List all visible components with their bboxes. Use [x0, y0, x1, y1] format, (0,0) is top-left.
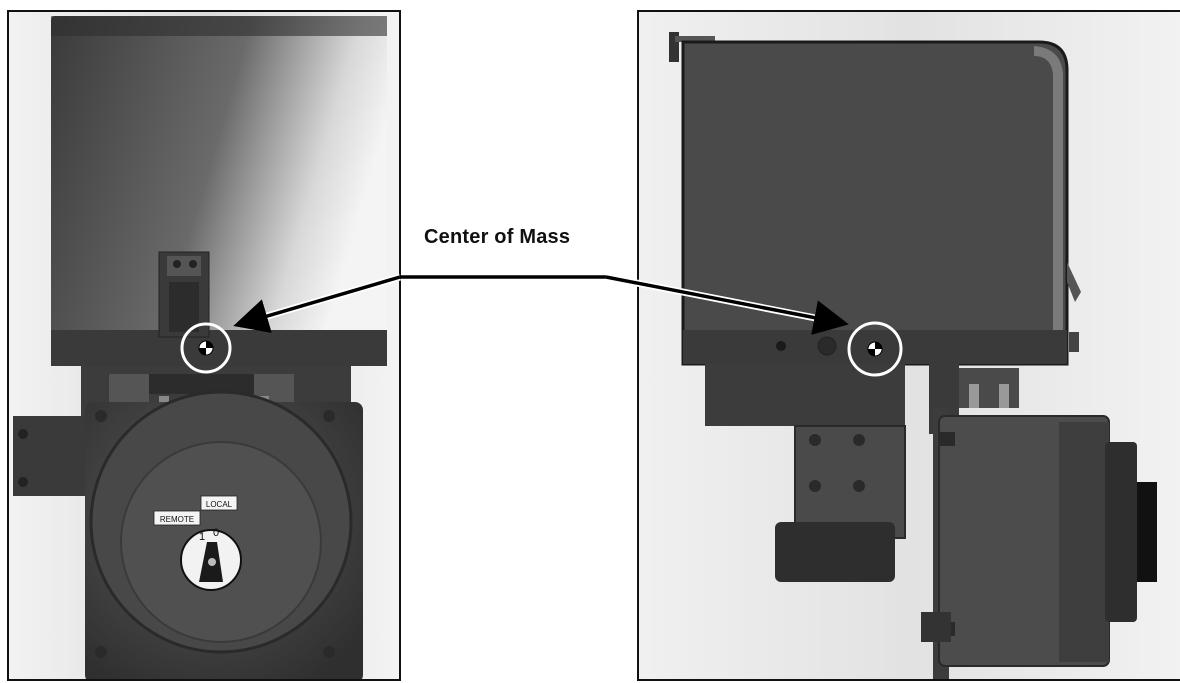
- position-1-label: 1: [199, 531, 205, 543]
- front-view-panel: REMOTE LOCAL 1 0: [7, 10, 401, 681]
- center-of-mass-marker-front: [180, 322, 232, 374]
- local-label: LOCAL: [206, 500, 233, 509]
- selector-switch: REMOTE LOCAL 1 0: [153, 495, 242, 591]
- center-of-mass-marker-side: [847, 321, 903, 377]
- enclosure-side: [681, 40, 1081, 366]
- side-view-panel: [637, 10, 1180, 681]
- position-0-label: 0: [213, 527, 219, 539]
- center-of-mass-label: Center of Mass: [424, 226, 571, 248]
- front-view-drawing: REMOTE LOCAL 1 0: [9, 12, 399, 679]
- motor-side: [921, 408, 1157, 679]
- latch: [158, 251, 210, 338]
- remote-label: REMOTE: [160, 515, 194, 524]
- enclosure-cover: [51, 16, 387, 366]
- side-view-drawing: [639, 12, 1180, 679]
